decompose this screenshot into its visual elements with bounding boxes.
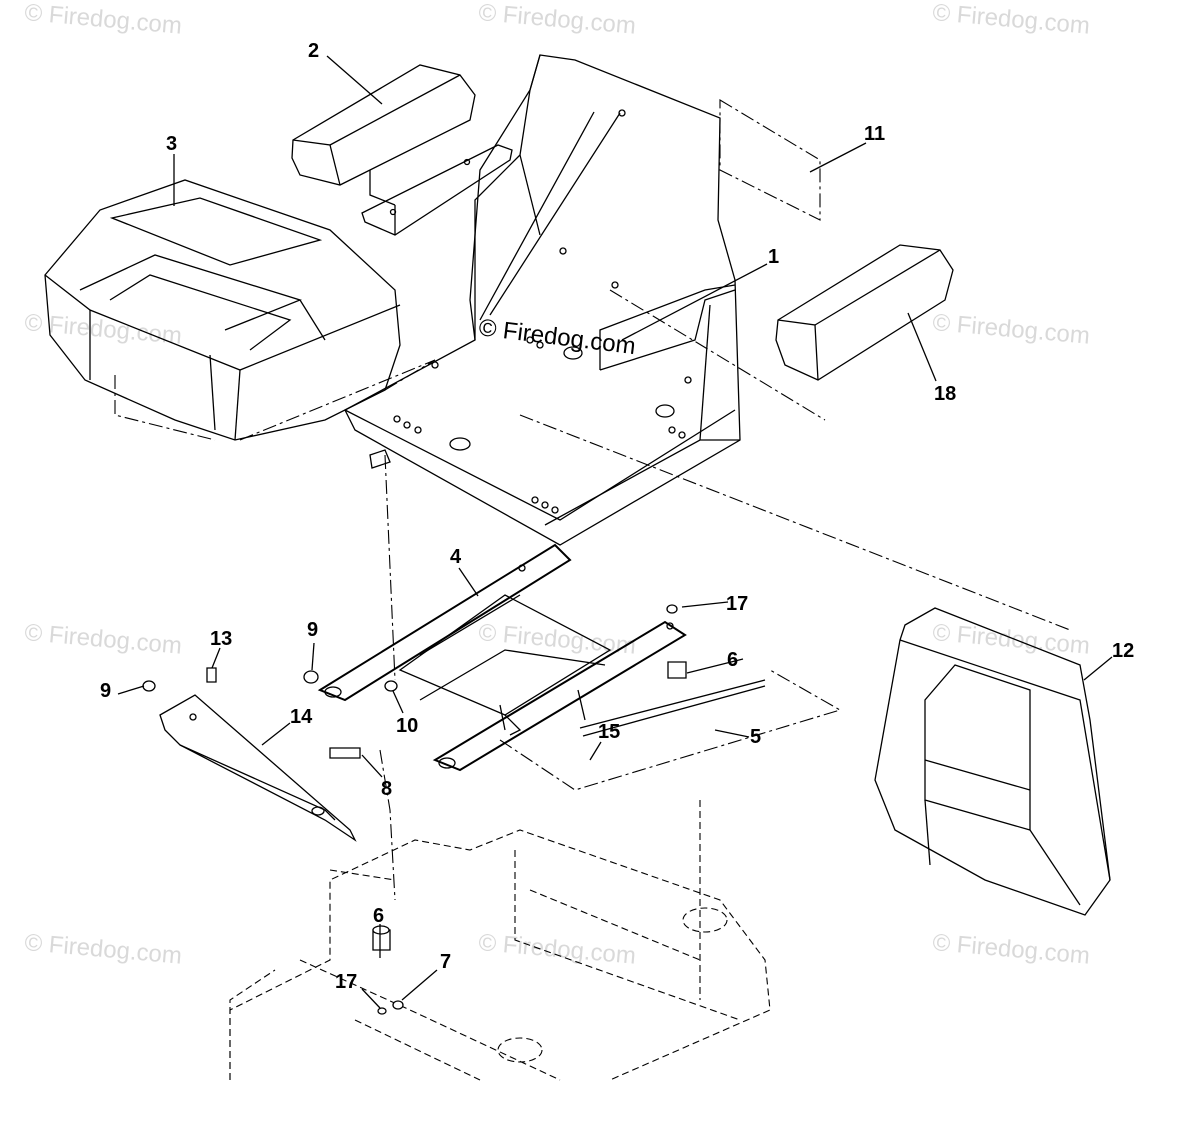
callout-7: 7 xyxy=(440,951,451,973)
callout-9-lower: 9 xyxy=(100,680,111,702)
watermark: © Firedog.com xyxy=(931,0,1090,40)
seat-cushion-part xyxy=(44,179,436,441)
watermark: © Firedog.com xyxy=(931,309,1090,350)
seat-pan-part xyxy=(344,54,741,546)
callout-11: 11 xyxy=(864,123,885,145)
watermark: © Firedog.com xyxy=(931,619,1090,660)
bracket-part xyxy=(159,694,357,842)
callout-17-lower: 17 xyxy=(335,971,357,993)
callout-6-lower: 6 xyxy=(373,905,384,927)
callout-5: 5 xyxy=(750,726,761,748)
left-armrest-part xyxy=(291,64,513,236)
callout-18: 18 xyxy=(934,383,956,405)
callout-1: 1 xyxy=(768,246,779,268)
lower-hardware xyxy=(372,925,404,1015)
watermark: © Firedog.com xyxy=(477,0,636,40)
back-cushion-part xyxy=(519,414,1111,916)
callout-14: 14 xyxy=(290,706,313,728)
callout-9-upper: 9 xyxy=(307,619,318,641)
callout-10: 10 xyxy=(396,715,418,737)
mower-frame xyxy=(229,454,771,1081)
callout-4: 4 xyxy=(450,546,462,568)
callout-2: 2 xyxy=(308,40,319,62)
callout-8: 8 xyxy=(381,778,392,800)
callout-13: 13 xyxy=(210,628,232,650)
rod-part xyxy=(499,669,842,791)
decal-part xyxy=(719,99,821,221)
watermark: © Firedog.com xyxy=(931,929,1090,970)
watermark: © Firedog.com xyxy=(23,619,182,660)
callout-6-upper: 6 xyxy=(727,649,738,671)
watermark: © Firedog.com xyxy=(477,929,636,970)
callout-labels: 2 3 1 11 18 4 17 6 12 5 15 13 9 9 14 10 … xyxy=(100,40,1134,993)
leader-lines xyxy=(117,55,1113,1009)
right-armrest-part xyxy=(609,244,954,421)
watermark: © Firedog.com xyxy=(23,0,182,40)
hardware-parts xyxy=(142,604,766,759)
callout-15: 15 xyxy=(598,721,620,743)
callout-3: 3 xyxy=(166,133,177,155)
watermark-layer: © Firedog.com © Firedog.com © Firedog.co… xyxy=(23,0,1090,970)
center-watermark: © Firedog.com xyxy=(477,314,637,360)
watermark: © Firedog.com xyxy=(23,929,182,970)
callout-12: 12 xyxy=(1112,640,1134,662)
callout-17-upper: 17 xyxy=(726,593,748,615)
